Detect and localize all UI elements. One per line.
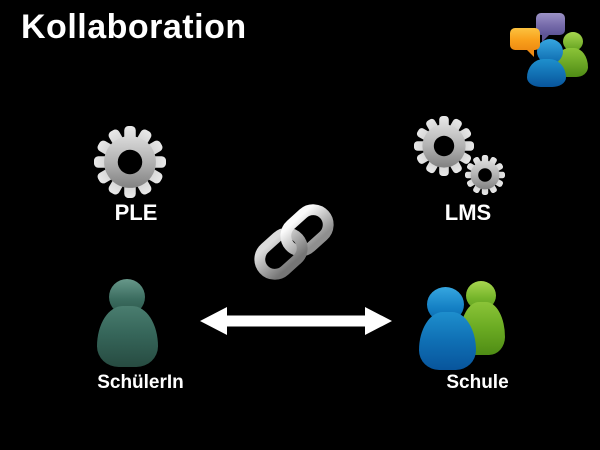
speech-bubble-orange-icon <box>510 28 540 57</box>
schule-label: Schule <box>446 372 509 393</box>
chain-link-icon <box>254 204 334 280</box>
gear-small-icon <box>465 155 505 195</box>
speech-bubble-purple-icon <box>536 13 565 42</box>
ple-label: PLE <box>114 200 158 225</box>
schule-people-icon <box>414 276 518 374</box>
gear-icon <box>94 126 166 198</box>
lms-label: LMS <box>444 200 492 225</box>
schuelerin-label: SchülerIn <box>97 372 184 393</box>
double-headed-arrow-icon <box>200 307 392 335</box>
schuelerin-person-icon <box>96 277 160 369</box>
logo-person-blue-icon <box>527 59 566 87</box>
slide-title: Kollaboration <box>21 8 247 46</box>
person-blue-body-icon <box>419 312 476 370</box>
collaboration-logo <box>505 5 593 87</box>
logo-person-green-head-icon <box>563 32 583 51</box>
person-body-icon <box>97 306 158 367</box>
